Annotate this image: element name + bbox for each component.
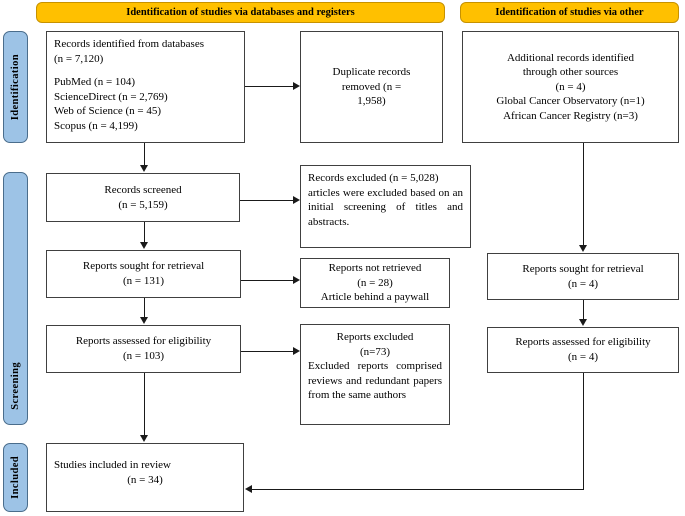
- additional-records-line3: (n = 4): [555, 80, 586, 93]
- records-identified-sciencedirect: ScienceDirect (n = 2,769): [54, 90, 168, 103]
- arrowhead-screened-to-excluded: [293, 196, 300, 204]
- box-reports-assessed-left: Reports assessed for eligibility (n = 10…: [46, 325, 241, 373]
- reports-excluded-line1: Reports excluded: [336, 331, 414, 343]
- stage-label-identification: Identification: [10, 53, 21, 121]
- connector-identified-to-screened: [144, 143, 146, 166]
- connector-screened-to-excluded: [240, 200, 293, 202]
- arrowhead-sought-to-assessed-left: [140, 317, 148, 324]
- arrowhead-screened-to-sought-left: [140, 242, 148, 249]
- connector-screened-to-sought-left: [144, 222, 146, 243]
- reports-not-retrieved-line3: Article behind a paywall: [320, 291, 430, 304]
- arrowhead-right-to-included: [245, 485, 252, 493]
- records-excluded-line2: articles were excluded based on an initi…: [308, 186, 463, 228]
- box-duplicates-removed: Duplicate records removed (n = 1,958): [300, 31, 443, 143]
- reports-sought-right-line2: (n = 4): [567, 277, 599, 290]
- stage-bar-included: Included: [3, 443, 28, 512]
- connector-assessed-to-included: [144, 373, 146, 436]
- reports-assessed-left-line2: (n = 103): [122, 350, 165, 362]
- records-identified-line1: Records identified from databases: [54, 38, 204, 50]
- connector-identified-to-duplicates: [245, 86, 293, 88]
- connector-sought-to-assessed-right: [583, 300, 585, 320]
- reports-assessed-left-line1: Reports assessed for eligibility: [75, 335, 212, 348]
- records-identified-webofscience: Web of Science (n = 45): [54, 105, 162, 118]
- records-screened-line1: Records screened: [104, 183, 182, 196]
- stage-label-screening: Screening: [10, 362, 21, 410]
- box-records-identified: Records identified from databases (n = 7…: [46, 31, 245, 143]
- arrowhead-additional-to-sought-right: [579, 245, 587, 252]
- box-studies-included: Studies included in review (n = 34): [46, 443, 244, 512]
- arrowhead-identified-to-duplicates: [293, 82, 300, 90]
- connector-sought-to-assessed-left: [144, 298, 146, 318]
- records-identified-pubmed: PubMed (n = 104): [54, 76, 136, 89]
- stage-bar-identification: Identification: [3, 31, 28, 143]
- arrowhead-sought-to-assessed-right: [579, 319, 587, 326]
- reports-excluded-line2: (n=73): [359, 345, 391, 358]
- banner-other-label: Identification of studies via other: [495, 6, 644, 18]
- records-identified-line2: (n = 7,120): [54, 52, 104, 65]
- spacer: [54, 66, 237, 75]
- arrowhead-identified-to-screened: [140, 165, 148, 172]
- additional-records-line2: through other sources: [522, 66, 619, 79]
- stage-bar-screening: Screening: [3, 172, 28, 425]
- records-excluded-line1: Records excluded (n = 5,028): [308, 172, 439, 184]
- box-reports-assessed-right: Reports assessed for eligibility (n = 4): [487, 327, 679, 373]
- duplicates-removed-line1: Duplicate records: [332, 66, 411, 79]
- additional-records-gco: Global Cancer Observatory (n=1): [496, 95, 645, 108]
- reports-assessed-right-line1: Reports assessed for eligibility: [515, 336, 651, 349]
- duplicates-removed-line3: 1,958): [357, 95, 386, 108]
- reports-not-retrieved-line2: (n = 28): [357, 276, 393, 289]
- studies-included-line1: Studies included in review: [54, 459, 172, 471]
- connector-assessed-to-excluded: [241, 351, 293, 353]
- reports-sought-right-line1: Reports sought for retrieval: [522, 262, 644, 275]
- arrowhead-assessed-to-included: [140, 435, 148, 442]
- reports-sought-left-line2: (n = 131): [122, 275, 165, 287]
- reports-not-retrieved-line1: Reports not retrieved: [328, 262, 422, 275]
- studies-included-line2: (n = 34): [127, 473, 163, 486]
- box-reports-excluded: Reports excluded (n=73) Excluded reports…: [300, 324, 450, 425]
- records-identified-scopus: Scopus (n = 4,199): [54, 119, 138, 132]
- additional-records-acr: African Cancer Registry (n=3): [503, 109, 638, 122]
- connector-assessed-right-to-included: [252, 489, 584, 491]
- connector-assessed-right-down: [583, 373, 585, 490]
- duplicates-removed-line2: removed (n =: [341, 80, 402, 93]
- connector-additional-to-sought-right: [583, 143, 585, 246]
- reports-assessed-right-line2: (n = 4): [567, 351, 599, 363]
- box-reports-not-retrieved: Reports not retrieved (n = 28) Article b…: [300, 258, 450, 308]
- records-screened-line2: (n = 5,159): [118, 198, 168, 211]
- reports-excluded-line3: Excluded reports comprised reviews and r…: [308, 360, 442, 402]
- banner-databases-registers: Identification of studies via databases …: [36, 2, 445, 23]
- box-reports-sought-right: Reports sought for retrieval (n = 4): [487, 253, 679, 300]
- arrowhead-assessed-to-excluded: [293, 347, 300, 355]
- box-records-excluded: Records excluded (n = 5,028) articles we…: [300, 165, 471, 248]
- box-additional-records: Additional records identified through ot…: [462, 31, 679, 143]
- banner-other-sources: Identification of studies via other: [460, 2, 679, 23]
- box-records-screened: Records screened (n = 5,159): [46, 173, 240, 222]
- banner-databases-label: Identification of studies via databases …: [126, 6, 355, 18]
- connector-sought-to-not-retrieved: [241, 280, 293, 282]
- arrowhead-sought-to-not-retrieved: [293, 276, 300, 284]
- additional-records-line1: Additional records identified: [506, 51, 635, 64]
- stage-label-included: Included: [10, 456, 21, 499]
- box-reports-sought-left: Reports sought for retrieval (n = 131): [46, 250, 241, 298]
- reports-sought-left-line1: Reports sought for retrieval: [82, 260, 205, 273]
